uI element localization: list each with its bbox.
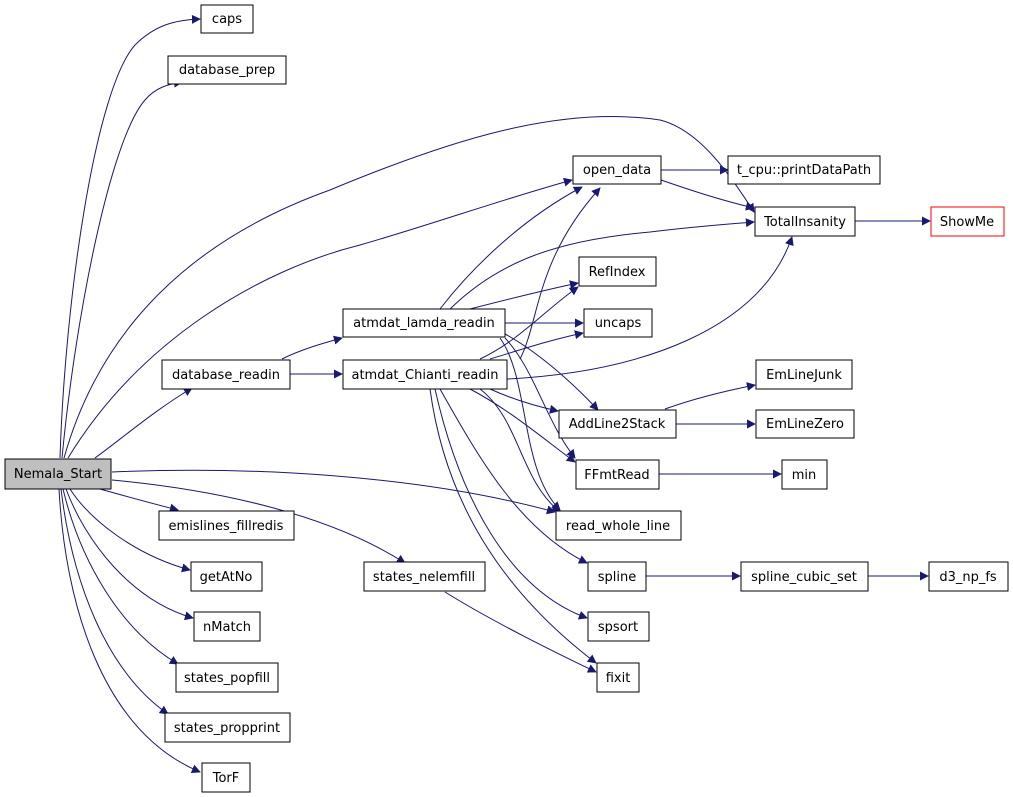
node-open-data[interactable]: open_data <box>572 155 662 185</box>
edge-chianti-spline <box>439 388 588 564</box>
node-read-whole-line[interactable]: read_whole_line <box>555 510 682 541</box>
node-database-prep[interactable]: database_prep <box>167 55 287 85</box>
node-label: states_nelemfill <box>373 570 475 585</box>
node-label: EmLineZero <box>766 417 844 432</box>
node-label: EmLineJunk <box>766 368 842 383</box>
node-database-readin[interactable]: database_readin <box>161 359 291 390</box>
node-label: t_cpu::printDataPath <box>737 163 871 178</box>
node-label: Nemala_Start <box>14 467 102 482</box>
node-nemala-start[interactable]: Nemala_Start <box>4 458 112 490</box>
node-emislines-fillredis[interactable]: emislines_fillredis <box>158 510 295 541</box>
node-atmdat-chianti-readin[interactable]: atmdat_Chianti_readin <box>342 359 508 390</box>
edge-lamda-addline2stack <box>504 333 599 411</box>
node-label: database_readin <box>172 368 280 383</box>
edge-chianti-fixit <box>429 388 597 664</box>
node-states-popfill[interactable]: states_popfill <box>175 662 279 693</box>
node-addline2stack[interactable]: AddLine2Stack <box>558 409 677 439</box>
node-label: uncaps <box>595 316 642 331</box>
node-label: states_popfill <box>184 671 270 686</box>
edge-lamda-totalinsanity <box>449 218 755 310</box>
node-label: fixit <box>606 671 631 686</box>
node-atmdat-lamda-readin[interactable]: atmdat_lamda_readin <box>342 308 506 338</box>
node-label: read_whole_line <box>566 519 670 534</box>
edge-nemala-torf <box>58 488 201 774</box>
edge-nemala-open-data <box>67 177 573 459</box>
node-showme[interactable]: ShowMe <box>930 206 1005 237</box>
node-label: spline_cubic_set <box>751 570 857 585</box>
edge-chianti-uncaps <box>489 330 584 360</box>
edge-chianti-refindex <box>479 286 579 360</box>
node-emlinejunk[interactable]: EmLineJunk <box>755 359 853 390</box>
edge-nemala-totalinsanity <box>63 115 755 459</box>
edge-addline2stack-emlinejunk <box>664 382 756 410</box>
node-label: TotalInsanity <box>763 215 846 230</box>
node-emlinezero[interactable]: EmLineZero <box>755 409 855 439</box>
edge-nemala-getatno <box>69 488 191 573</box>
edge-nemala-states-popfill <box>62 488 179 665</box>
node-caps[interactable]: caps <box>200 4 254 34</box>
edge-chianti-open-data <box>519 187 601 360</box>
edge-nemala-states-nelemfill <box>111 479 406 564</box>
node-label: ShowMe <box>940 215 994 230</box>
edge-nemala-database-readin <box>94 387 193 459</box>
node-spsort[interactable]: spsort <box>587 611 650 642</box>
node-label: caps <box>212 12 242 27</box>
node-label: d3_np_fs <box>939 570 997 585</box>
edges <box>58 14 931 774</box>
edge-states-nelemfill-fixit <box>444 591 597 673</box>
node-getatno[interactable]: getAtNo <box>190 561 263 592</box>
edge-chianti-spsort <box>434 388 588 620</box>
node-label: atmdat_lamda_readin <box>353 316 495 331</box>
edge-lamda-refindex <box>469 280 579 310</box>
edge-nemala-read-whole-line <box>111 469 556 515</box>
edge-lamda-read-whole-line <box>499 337 561 511</box>
node-refindex[interactable]: RefIndex <box>578 256 657 287</box>
edge-lamda-open-data <box>439 186 583 310</box>
node-states-propprint[interactable]: states_propprint <box>164 712 291 743</box>
edge-database-readin-lamda <box>281 335 343 360</box>
node-label: TorF <box>212 771 240 786</box>
node-uncaps[interactable]: uncaps <box>583 308 653 338</box>
edge-chianti-ffmtread <box>469 388 576 463</box>
node-label: open_data <box>583 163 651 178</box>
edge-nemala-caps <box>59 14 201 459</box>
node-label: FFmtRead <box>584 468 649 483</box>
edge-nemala-database-prep <box>61 78 183 459</box>
node-d3-np-fs[interactable]: d3_np_fs <box>928 561 1009 592</box>
node-ffmtread[interactable]: FFmtRead <box>575 459 660 490</box>
node-nmatch[interactable]: nMatch <box>193 611 261 642</box>
node-label: atmdat_Chianti_readin <box>351 368 498 383</box>
node-label: AddLine2Stack <box>569 417 666 432</box>
node-spline[interactable]: spline <box>587 561 647 592</box>
edge-lamda-ffmtread <box>504 337 576 459</box>
node-min[interactable]: min <box>781 459 828 490</box>
edge-chianti-read-whole-line <box>479 388 561 513</box>
node-torf[interactable]: TorF <box>201 762 251 793</box>
node-label: spsort <box>598 620 638 635</box>
node-label: nMatch <box>203 620 251 635</box>
edge-nemala-states-propprint <box>60 488 169 715</box>
node-states-nelemfill[interactable]: states_nelemfill <box>363 561 486 592</box>
node-label: RefIndex <box>589 265 646 280</box>
node-label: spline <box>598 570 637 585</box>
edge-chianti-addline2stack <box>489 388 559 414</box>
node-label: states_propprint <box>174 721 280 736</box>
edge-nemala-emislines <box>99 488 179 513</box>
node-totalinsanity[interactable]: TotalInsanity <box>754 206 856 237</box>
node-label: database_prep <box>179 63 275 78</box>
node-label: getAtNo <box>200 570 253 585</box>
node-label: min <box>792 468 817 483</box>
node-fixit[interactable]: fixit <box>596 662 640 693</box>
edge-chianti-totalinsanity <box>506 236 794 380</box>
node-printdatapath[interactable]: t_cpu::printDataPath <box>727 155 881 185</box>
edge-nemala-nmatch <box>65 488 194 621</box>
edge-open-data-totalinsanity <box>660 179 755 211</box>
node-label: emislines_fillredis <box>169 519 284 534</box>
node-spline-cubic-set[interactable]: spline_cubic_set <box>740 561 869 592</box>
